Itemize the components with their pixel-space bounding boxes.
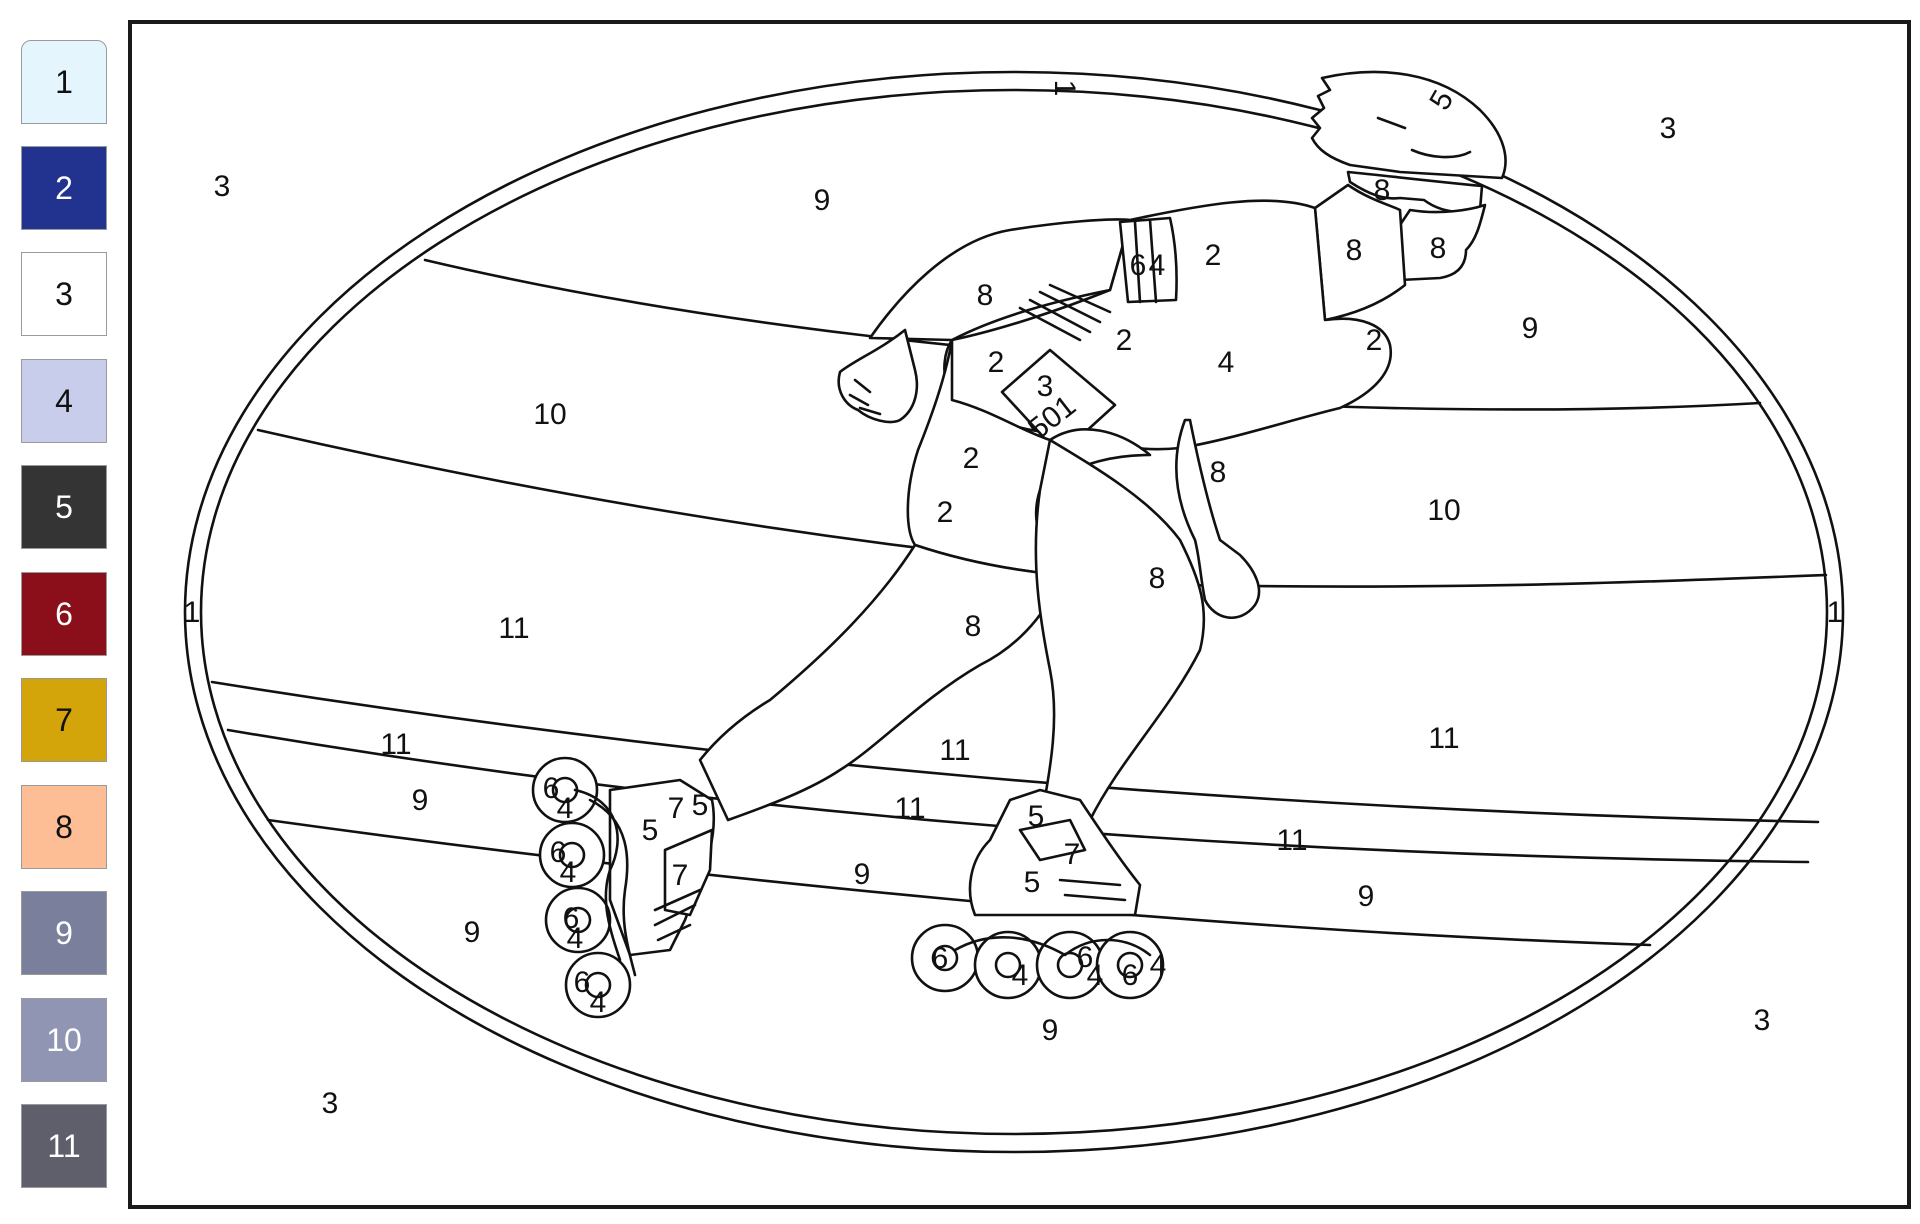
region-label: 9 — [464, 916, 481, 949]
region-label: 4 — [560, 856, 577, 889]
palette-swatch-5[interactable]: 5 — [21, 465, 107, 549]
region-label: 9 — [412, 784, 429, 817]
region-label: 6 — [1130, 249, 1147, 282]
helmet[interactable] — [1310, 70, 1507, 180]
region-label: 6 — [574, 966, 591, 999]
color-palette: 1 2 3 4 5 6 7 8 9 10 11 — [0, 0, 120, 1224]
region-label: 6 — [550, 836, 567, 869]
outer-ring[interactable] — [183, 70, 1845, 1154]
region-label: 5 — [1028, 800, 1045, 833]
palette-swatch-1[interactable]: 1 — [21, 40, 107, 124]
hand[interactable] — [837, 328, 919, 424]
palette-swatch-6[interactable]: 6 — [21, 572, 107, 656]
region-label: 7 — [668, 792, 685, 825]
region-label: 4 — [567, 922, 584, 955]
palette-swatch-7[interactable]: 7 — [21, 678, 107, 762]
region-label: 2 — [937, 496, 954, 529]
region-label: 8 — [1210, 456, 1227, 489]
back[interactable] — [868, 218, 1132, 342]
front-leg[interactable] — [1034, 438, 1206, 827]
skater[interactable]: 501 — [531, 70, 1507, 1019]
region-label: 4 — [1087, 959, 1104, 992]
region-label: 10 — [533, 398, 566, 431]
region-label: 9 — [1522, 312, 1539, 345]
region-label: 2 — [1116, 324, 1133, 357]
region-label: 3 — [1660, 112, 1677, 145]
region-label: 11 — [498, 612, 529, 645]
face[interactable] — [1388, 203, 1487, 282]
coloring-canvas[interactable] — [128, 20, 1911, 1209]
palette-swatch-10[interactable]: 10 — [21, 998, 107, 1082]
region-label: 3 — [322, 1087, 339, 1120]
palette-swatch-2[interactable]: 2 — [21, 146, 107, 230]
region-label: 7 — [1064, 838, 1081, 871]
neck[interactable] — [1313, 183, 1407, 322]
region-label: 8 — [1374, 174, 1391, 207]
region-label: 3 — [1754, 1004, 1771, 1037]
region-label: 8 — [977, 279, 994, 312]
region-label: 5 — [1024, 866, 1041, 899]
region-label: 11 — [1428, 722, 1459, 755]
region-label: 4 — [557, 792, 574, 825]
region-label: 6 — [1122, 959, 1139, 992]
palette-swatch-4[interactable]: 4 — [21, 359, 107, 443]
palette-swatch-9[interactable]: 9 — [21, 891, 107, 975]
region-label: 5 — [642, 814, 659, 847]
region-label: 9 — [1042, 1014, 1059, 1047]
region-label: 9 — [1358, 880, 1375, 913]
region-label: 11 — [894, 792, 925, 825]
region-label: 11 — [939, 734, 970, 767]
region-label: 11 — [1276, 824, 1307, 857]
region-label: 4 — [1149, 249, 1166, 282]
region-label: 10 — [1427, 494, 1460, 527]
palette-swatch-3[interactable]: 3 — [21, 252, 107, 336]
region-label: 3 — [1037, 370, 1054, 403]
sleeve[interactable] — [1118, 216, 1178, 304]
region-label: 7 — [672, 859, 689, 892]
left-skate[interactable] — [531, 756, 716, 1019]
region-label: 8 — [1346, 234, 1363, 267]
region-label: 1 — [1048, 80, 1081, 97]
region-label: 11 — [380, 728, 411, 761]
region-label: 1 — [1827, 596, 1844, 629]
arm[interactable] — [1175, 418, 1261, 620]
region-label: 6 — [1077, 941, 1094, 974]
region-label: 9 — [814, 184, 831, 217]
region-label: 4 — [1218, 346, 1235, 379]
region-label: 4 — [590, 986, 607, 1019]
track-lines[interactable] — [210, 258, 1828, 947]
region-label: 3 — [214, 170, 231, 203]
region-label: 2 — [988, 346, 1005, 379]
region-label: 4 — [1150, 949, 1167, 982]
region-label: 8 — [1149, 562, 1166, 595]
region-labels: 3 3 3 3 1 1 1 9 9 10 10 11 11 11 11 11 1… — [184, 80, 1844, 1120]
region-label: 4 — [1012, 959, 1029, 992]
region-label: 2 — [963, 442, 980, 475]
right-skate[interactable] — [910, 788, 1165, 1000]
region-label: 2 — [1366, 324, 1383, 357]
region-label: 6 — [563, 902, 580, 935]
palette-swatch-8[interactable]: 8 — [21, 785, 107, 869]
region-label: 1 — [184, 596, 201, 629]
palette-swatch-11[interactable]: 11 — [21, 1104, 107, 1188]
region-label: 9 — [854, 858, 871, 891]
region-label: 6 — [932, 942, 949, 975]
inner-ring[interactable] — [199, 88, 1829, 1136]
region-label: 8 — [965, 610, 982, 643]
region-label: 2 — [1205, 239, 1222, 272]
region-label: 8 — [1430, 232, 1447, 265]
region-label: 5 — [692, 789, 709, 822]
region-label: 6 — [543, 772, 560, 805]
